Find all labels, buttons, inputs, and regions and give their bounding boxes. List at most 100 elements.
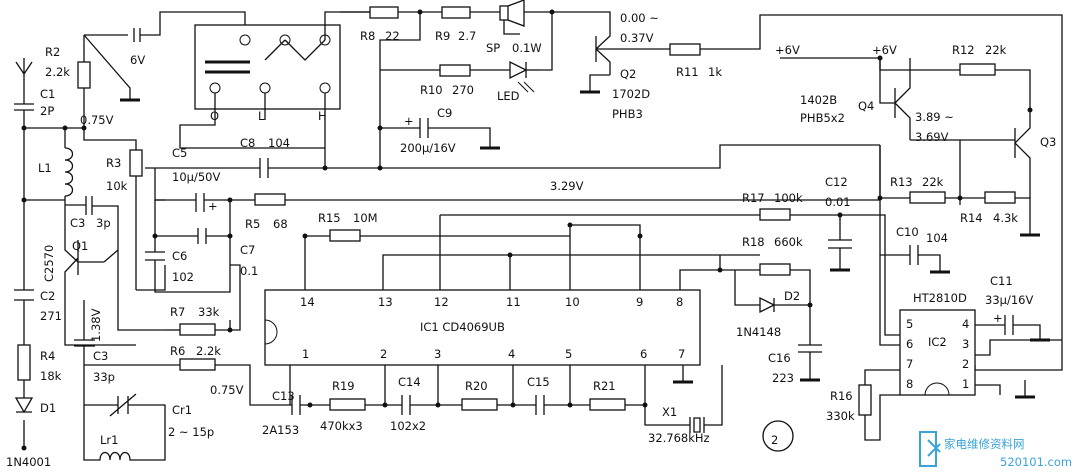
resistor-r6 (179, 358, 216, 371)
label-q4-voltage-1: 3.89 ~ (915, 110, 954, 124)
label-c8: C8 (240, 136, 255, 150)
capacitor-c3-3p (64, 196, 119, 250)
label-c5: C5 (172, 146, 187, 160)
label-r21: R21 (593, 379, 616, 393)
label-c3a: C3 (70, 216, 85, 230)
label-r15: R15 (318, 211, 341, 225)
ic2-pin-3: 3 (962, 337, 969, 351)
capacitor-c10 (909, 245, 950, 274)
ic2-pin-8: 8 (906, 377, 913, 391)
watermark-url: 520101.com (1000, 455, 1072, 469)
ic1-pin-6: 6 (640, 347, 647, 361)
ic2-pin-2: 2 (962, 357, 969, 371)
ic2-pin-7: 7 (906, 357, 913, 371)
ic1-pin-14: 14 (300, 295, 315, 309)
label-x1: X1 (662, 405, 677, 419)
label-r17-value: 100k (774, 191, 803, 205)
label-v6a: +6V (775, 43, 800, 57)
resistor-r2 (77, 61, 91, 89)
label-c14-value: 102x2 (390, 419, 426, 433)
capacitor-c7 (155, 200, 231, 244)
label-d2: D2 (784, 289, 800, 303)
label-r4-value: 18k (40, 369, 62, 383)
label-r16: R16 (830, 389, 853, 403)
label-r3-value: 10k (106, 179, 128, 193)
ic1-pin-9: 9 (636, 295, 643, 309)
label-v329: 3.29V (550, 179, 584, 193)
label-r8-value: 22 (385, 29, 400, 43)
capacitor-c5: + (195, 193, 218, 213)
label-cr1: Cr1 (172, 403, 192, 417)
label-r10-value: 270 (452, 83, 474, 97)
label-r9: R9 (435, 29, 450, 43)
svg-text:+: + (208, 199, 218, 213)
resistor-r10 (439, 64, 471, 77)
resistor-r11 (669, 43, 701, 56)
label-r6-value: 2.2k (196, 344, 221, 358)
label-c9: C9 (437, 106, 452, 120)
label-q2-voltage-2: 0.37V (620, 31, 654, 45)
label-c6: C6 (172, 249, 187, 263)
transistor-q2 (595, 28, 611, 75)
figure-number: 2 (762, 420, 794, 452)
label-q4-voltage-2: 3.69V (915, 130, 949, 144)
label-r7: R7 (170, 305, 185, 319)
ic2-ht2810d (899, 309, 976, 396)
capacitor-c16 (798, 305, 822, 382)
label-r14: R14 (960, 211, 983, 225)
label-r15-value: 10M (353, 211, 378, 225)
label-ic2: IC2 (928, 335, 947, 349)
transistor-q4 (879, 58, 911, 140)
antenna (15, 58, 33, 92)
ic2-pin-1: 1 (962, 377, 969, 391)
ic1-pin-7: 7 (678, 347, 685, 361)
label-q2: Q2 (620, 67, 636, 81)
label-c2-value: 271 (40, 309, 62, 323)
label-c10-value: 104 (926, 231, 948, 245)
label-c13-value: 2A153 (262, 423, 299, 437)
label-c13: C13 (272, 389, 295, 403)
label-q2-voltage-1: 0.00 ~ (620, 11, 659, 25)
label-r11-value: 1k (708, 65, 722, 79)
label-r18: R18 (742, 235, 765, 249)
label-r3: R3 (106, 156, 121, 170)
capacitor-c1 (14, 92, 34, 128)
resistor-r16 (858, 384, 872, 416)
label-r10: R10 (420, 83, 443, 97)
label-c2: C2 (40, 289, 55, 303)
label-c3a-value: 3p (96, 216, 111, 230)
label-r12: R12 (952, 43, 975, 57)
diode-d1 (14, 397, 34, 414)
capacitor-c14 (401, 395, 411, 415)
ic2-pin-4: 4 (962, 317, 969, 331)
label-c14: C14 (398, 375, 421, 389)
label-sw-o: O (210, 109, 219, 123)
label-c11-value: 33μ/16V (985, 293, 1033, 307)
label-c6-value: 102 (172, 270, 194, 284)
resistor-r17 (759, 208, 791, 221)
resistor-r18 (759, 263, 791, 276)
trimmer-cr1 (109, 393, 137, 417)
svg-text:+: + (404, 114, 414, 128)
label-c12-value: 0.01 (825, 195, 851, 209)
capacitor-c15 (535, 395, 545, 415)
label-cr1-value: 2 ~ 15p (168, 425, 214, 439)
watermark-text: 家电维修资料网 (944, 437, 1025, 451)
label-r13: R13 (890, 175, 913, 189)
label-c9-value: 200μ/16V (400, 141, 456, 155)
label-r9-value: 2.7 (458, 29, 476, 43)
band-switch[interactable] (194, 24, 341, 110)
resistor-r4 (17, 344, 31, 381)
label-c11: C11 (990, 274, 1013, 288)
transistor-q1 (64, 215, 119, 300)
resistor-r20 (461, 398, 498, 411)
figure-number-text: 2 (771, 433, 778, 447)
label-v138: 1.38V (89, 308, 103, 342)
label-l1: L1 (38, 161, 52, 175)
resistor-r3 (129, 149, 143, 177)
label-q2-type: 1702D (612, 87, 650, 101)
label-lr1: Lr1 (100, 433, 118, 447)
